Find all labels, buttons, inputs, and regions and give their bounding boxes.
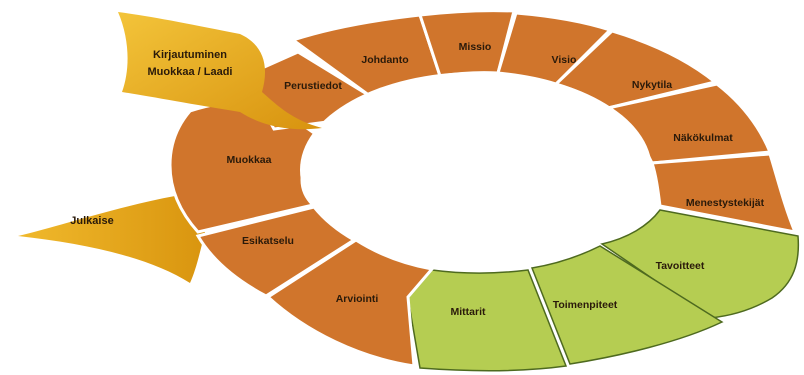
segment-label-esikatselu: Esikatselu	[242, 235, 294, 247]
segment-label-toimenpiteet: Toimenpiteet	[553, 299, 618, 311]
segment-label-muokkaa: Muokkaa	[227, 154, 272, 166]
segment-label-johdanto: Johdanto	[361, 54, 408, 66]
segment-menestystekijat-shape	[649, 152, 798, 234]
login-flag: Kirjautuminen Muokkaa / Laadi	[118, 12, 322, 130]
segment-tavoitteet-shape	[600, 209, 800, 319]
segment-label-nakokulmat: Näkökulmat	[673, 132, 733, 144]
publish-flag-label: Julkaise	[70, 215, 113, 227]
segment-arviointi-shape	[265, 238, 435, 368]
segment-label-tavoitteet: Tavoitteet	[656, 260, 705, 272]
ring-center	[300, 72, 652, 268]
segment-label-nykytila: Nykytila	[632, 79, 672, 91]
login-flag-shape	[118, 12, 322, 130]
segment-label-arviointi: Arviointi	[336, 293, 379, 305]
publish-flag: Julkaise	[18, 196, 205, 283]
segment-label-mittarit: Mittarit	[451, 306, 487, 318]
segment-mittarit-shape	[407, 269, 568, 372]
login-flag-line2: Muokkaa / Laadi	[148, 66, 233, 78]
login-flag-line1: Kirjautuminen	[153, 49, 227, 61]
segment-toimenpiteet-shape	[530, 245, 724, 365]
segment-labels: Perustiedot Johdanto Missio Visio Nykyti…	[227, 41, 765, 318]
segment-label-missio: Missio	[459, 41, 492, 53]
segment-label-menestystekijat: Menestystekijät	[686, 197, 765, 209]
publish-flag-shape	[18, 196, 205, 283]
segment-label-visio: Visio	[552, 54, 577, 66]
process-ring	[168, 9, 800, 372]
segment-label-perustiedot: Perustiedot	[284, 80, 342, 92]
